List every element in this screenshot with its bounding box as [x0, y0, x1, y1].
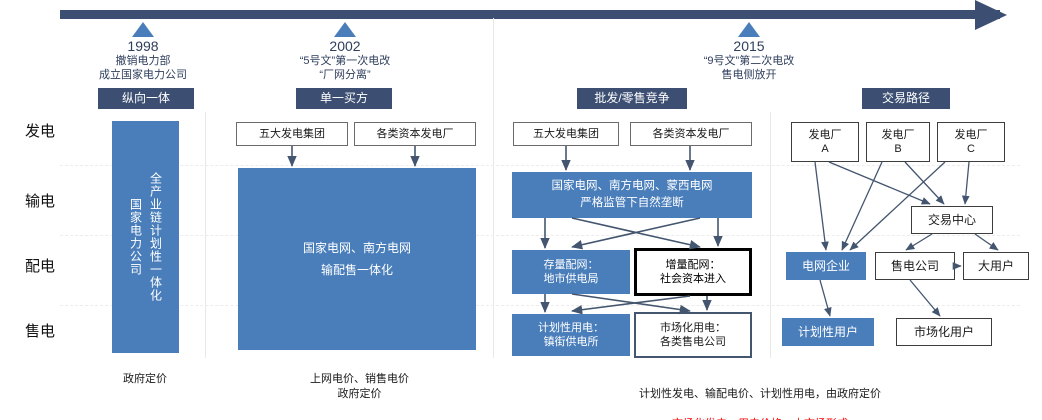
big-user-box: 大用户 [963, 252, 1029, 280]
timeline-marker-1998 [132, 22, 154, 37]
gen-box-other-capital-c2: 各类资本发电厂 [354, 122, 476, 146]
column-divider-2 [493, 18, 494, 358]
timeline-event-2015: 2015 “9号文”第二次电改 售电侧放开 [664, 38, 834, 82]
row-label-retail: 售电 [25, 323, 56, 340]
power-plant-c-box: 发电厂 C [937, 122, 1005, 162]
timeline-bar [60, 10, 1000, 19]
column-footer-pricing-2: 上网电价、销售电价 政府定价 [310, 373, 409, 400]
timeline-desc: 撤销电力部 成立国家电力公司 [99, 55, 187, 81]
grid-block-c2: 国家电网、南方电网 输配售一体化 [238, 168, 476, 350]
timeline-marker-2002 [334, 22, 356, 37]
row-divider-1 [60, 165, 1020, 167]
column-footer-pricing-1: 政府定价 [123, 373, 167, 385]
timeline-marker-2015 [738, 22, 760, 37]
planned-consumption-box: 计划性用电： 镇街供电所 [512, 314, 630, 356]
timeline-desc: “9号文”第二次电改 售电侧放开 [703, 55, 795, 81]
full-chain-label: 全产业链计划性一体化 [148, 172, 163, 302]
existing-distribution-box: 存量配网： 地市供电局 [512, 250, 630, 294]
footer-black-line: 计划性发电、输配电价、计划性用电，由政府定价 [639, 388, 881, 400]
row-label-generation: 发电 [25, 123, 56, 140]
incremental-distribution-box: 增量配网： 社会资本进入 [634, 248, 752, 296]
column-badge-vertical-integration: 纵向一体 [98, 88, 194, 109]
footer-red-line: 市场化发电、用电价格，由市场形成 [560, 417, 960, 420]
column-footer-pricing-3: 计划性发电、输配电价、计划性用电，由政府定价 市场化发电、用电价格，由市场形成 [560, 372, 960, 420]
grid-enterprise-box: 电网企业 [786, 252, 866, 280]
gen-box-other-capital-c3: 各类资本发电厂 [630, 122, 752, 146]
timeline-arrowhead [975, 0, 1007, 30]
timeline-year: 2002 [329, 38, 361, 54]
timeline-event-1998: 1998 撤销电力部 成立国家电力公司 [63, 38, 223, 82]
row-label-distribution: 配电 [25, 258, 56, 275]
timeline-year: 2015 [733, 38, 765, 54]
grid-monopoly-block-c3: 国家电网、南方电网、蒙西电网 严格监管下自然垄断 [512, 172, 752, 218]
power-plant-a-box: 发电厂 A [791, 122, 859, 162]
planned-user-box: 计划性用户 [782, 318, 874, 346]
market-consumption-box: 市场化用电： 各类售电公司 [634, 312, 752, 358]
timeline-desc: “5号文”第一次电改 “厂网分离” [299, 55, 391, 81]
timeline-year: 1998 [127, 38, 159, 54]
gen-box-five-majors-c3: 五大发电集团 [513, 122, 619, 146]
row-divider-3 [60, 305, 1020, 307]
power-plant-b-box: 发电厂 B [866, 122, 930, 162]
state-power-corp-label: 国家电力公司 [128, 198, 143, 276]
gen-box-five-majors-c2: 五大发电集团 [236, 122, 348, 146]
timeline-event-2002: 2002 “5号文”第一次电改 “厂网分离” [265, 38, 425, 82]
column-badge-wholesale-retail: 批发/零售竞争 [577, 88, 687, 109]
row-label-transmission: 输电 [25, 193, 56, 210]
column-badge-trading-path: 交易路径 [862, 88, 950, 109]
state-power-corp-block: 全产业链计划性一体化 国家电力公司 [112, 121, 179, 353]
trading-center-box: 交易中心 [911, 206, 993, 234]
column-badge-single-buyer: 单一买方 [296, 88, 392, 109]
row-divider-2 [60, 235, 1020, 237]
retailer-box: 售电公司 [875, 252, 955, 280]
market-user-box: 市场化用户 [896, 318, 992, 346]
